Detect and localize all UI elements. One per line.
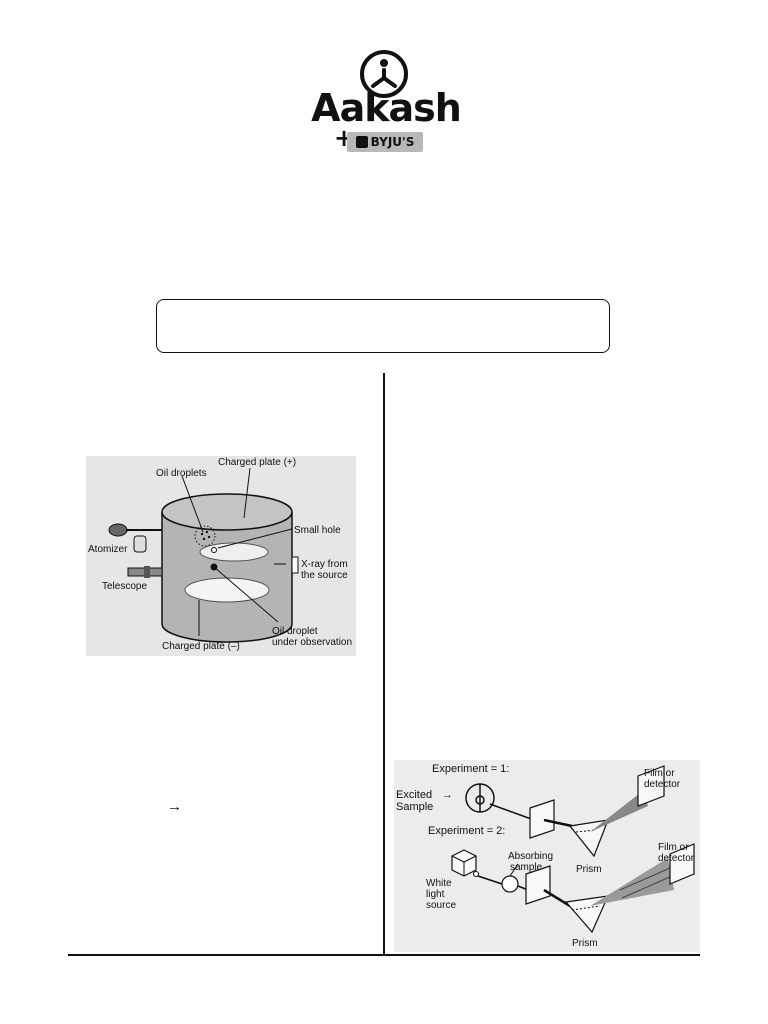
label-white-line1: White	[426, 878, 452, 889]
label-absorbing-line1: Absorbing	[508, 851, 553, 862]
arrow-glyph: →	[167, 798, 182, 815]
label-white-line2: light	[426, 889, 445, 900]
label-prism1: Prism	[576, 864, 602, 875]
label-film2-line2: detector	[658, 853, 695, 864]
logo-wordmark: Aakash	[311, 86, 462, 130]
label-excited-arrow: →	[442, 789, 453, 801]
label-excited-line2: Sample	[396, 801, 433, 813]
label-experiment1: Experiment = 1:	[432, 763, 509, 775]
label-charged-plate-pos: Charged plate (+)	[218, 457, 296, 468]
label-absorbing-line2: sample	[510, 862, 543, 873]
label-telescope: Telescope	[102, 581, 147, 592]
label-droplet-line1: Oil droplet	[272, 626, 318, 637]
byjus-badge: BYJU'S	[347, 132, 423, 152]
byjus-mark-icon	[355, 136, 368, 148]
label-xray-line2: the source	[301, 570, 348, 581]
label-film1-line1: Film or	[644, 768, 675, 779]
label-excited-line1: Excited	[396, 789, 432, 801]
label-atomizer: Atomizer	[88, 544, 128, 555]
byjus-label: BYJU'S	[370, 135, 415, 149]
label-prism2: Prism	[572, 938, 598, 949]
millikan-oil-drop-figure: Charged plate (+) Oil droplets Small hol…	[86, 456, 356, 656]
label-white-line3: source	[426, 900, 456, 911]
aakash-emblem-icon	[360, 50, 408, 98]
label-experiment2: Experiment = 2:	[428, 825, 505, 837]
spectroscopy-figure: Experiment = 1: Excited → Sample Film or…	[394, 760, 700, 952]
label-film1-line2: detector	[644, 779, 681, 790]
footer-rule	[68, 954, 700, 956]
label-small-hole: Small hole	[294, 525, 341, 536]
label-film2-line1: Film or	[658, 842, 689, 853]
column-divider	[383, 373, 385, 955]
title-box	[156, 299, 610, 353]
label-oil-droplets: Oil droplets	[156, 468, 207, 479]
label-droplet-line2: under observation	[272, 637, 352, 648]
label-xray-line1: X-ray from	[301, 559, 348, 570]
label-charged-plate-neg: Charged plate (–)	[162, 641, 240, 652]
